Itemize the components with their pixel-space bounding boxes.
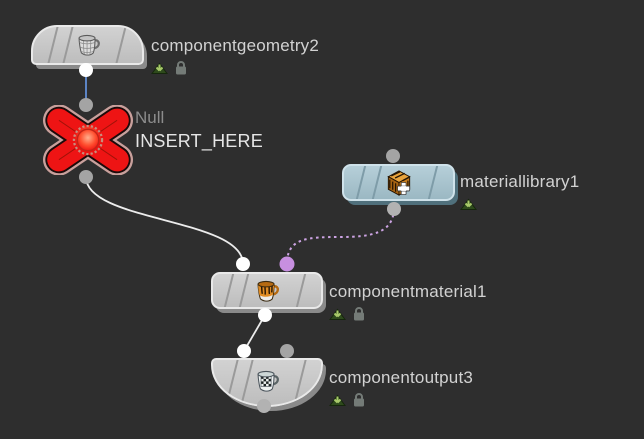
node-label-componentoutput3: componentoutput3 xyxy=(329,367,473,407)
node-label-componentmaterial1: componentmaterial1 xyxy=(329,281,487,321)
down-arrow-badge-icon[interactable] xyxy=(329,392,346,407)
node-divider xyxy=(370,166,383,199)
input-connector-1-componentmaterial1[interactable] xyxy=(236,257,250,271)
output-connector-null[interactable] xyxy=(79,170,93,184)
lock-badge-icon[interactable] xyxy=(352,306,366,321)
node-type-label: Null xyxy=(135,108,165,127)
node-divider xyxy=(238,274,251,307)
geometry-mug-icon xyxy=(78,34,100,56)
lock-badge-icon[interactable] xyxy=(352,392,366,407)
node-divider xyxy=(223,274,236,307)
node-divider xyxy=(355,166,368,199)
node-componentgeometry2[interactable] xyxy=(31,25,144,65)
node-divider xyxy=(293,360,308,405)
wire-materiallibrary-to-componentmaterial[interactable] xyxy=(286,208,395,263)
node-name: INSERT_HERE xyxy=(135,131,263,151)
node-divider xyxy=(114,27,128,63)
node-divider xyxy=(46,27,59,63)
node-null-insert-here[interactable] xyxy=(43,104,133,180)
node-componentoutput3[interactable] xyxy=(211,358,323,407)
lock-badge-icon[interactable] xyxy=(174,60,188,75)
node-label-materiallibrary1: materiallibrary1 xyxy=(460,171,579,211)
material-mug-icon xyxy=(257,280,280,302)
node-materiallibrary1[interactable] xyxy=(342,164,455,201)
node-name: materiallibrary1 xyxy=(460,172,580,191)
input-connector-2-componentmaterial1[interactable] xyxy=(279,256,295,272)
output-mug-icon xyxy=(257,370,279,392)
input-connector-materiallibrary1[interactable] xyxy=(386,149,400,163)
node-label-null-insert-here: Null INSERT_HERE xyxy=(135,106,263,153)
input-connector-1-componentoutput3[interactable] xyxy=(237,344,251,358)
null-x-icon xyxy=(43,104,133,176)
input-connector-null[interactable] xyxy=(79,98,93,112)
node-divider xyxy=(295,274,308,307)
node-divider xyxy=(224,360,240,405)
output-connector-componentoutput3[interactable] xyxy=(257,399,271,413)
material-cube-plus-icon xyxy=(386,169,411,196)
node-name: componentoutput3 xyxy=(329,368,474,387)
node-componentmaterial1[interactable] xyxy=(211,272,323,309)
node-label-componentgeometry2: componentgeometry2 xyxy=(151,35,319,75)
wire-null-to-componentmaterial[interactable] xyxy=(85,176,244,265)
node-name: componentmaterial1 xyxy=(329,282,487,301)
node-name: componentgeometry2 xyxy=(151,36,320,55)
input-connector-2-componentoutput3[interactable] xyxy=(280,344,294,358)
output-connector-componentgeometry2[interactable] xyxy=(79,63,93,77)
output-connector-componentmaterial1[interactable] xyxy=(258,308,272,322)
down-arrow-badge-icon[interactable] xyxy=(151,60,168,75)
down-arrow-badge-icon[interactable] xyxy=(329,306,346,321)
down-arrow-badge-icon[interactable] xyxy=(460,196,477,211)
node-divider xyxy=(427,166,440,199)
output-connector-materiallibrary1[interactable] xyxy=(387,202,401,216)
